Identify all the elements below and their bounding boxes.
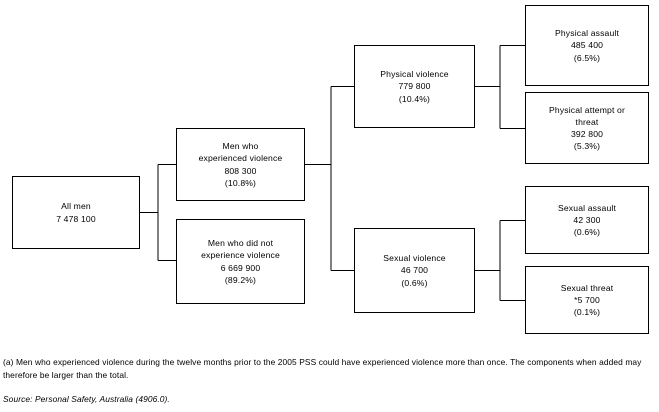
- node-physical-attempt-or-threat: Physical attempt or threat 392 800 (5.3%…: [525, 92, 649, 164]
- node-sexual-assault-title: Sexual assault: [558, 202, 616, 213]
- node-sexual-assault-value: 42 300: [573, 214, 601, 225]
- node-physical-violence-title: Physical violence: [380, 69, 449, 80]
- source-note: Source: Personal Safety, Australia (4906…: [3, 394, 170, 404]
- node-not-experienced-title-line2: experience violence: [201, 250, 280, 261]
- node-experienced-title-line2: experienced violence: [198, 153, 283, 164]
- node-sexual-threat: Sexual threat *5 700 (0.1%): [525, 266, 649, 334]
- node-sexual-violence-title: Sexual violence: [383, 253, 446, 264]
- node-not-experienced-percent: (89.2%): [224, 274, 257, 285]
- node-physical-violence: Physical violence 779 800 (10.4%): [354, 45, 475, 128]
- node-sexual-assault-percent: (0.6%): [573, 227, 601, 238]
- node-experienced-value: 808 300: [224, 165, 257, 176]
- node-men-experienced-violence: Men who experienced violence 808 300 (10…: [176, 128, 305, 201]
- node-all-men: All men 7 478 100: [12, 176, 140, 249]
- node-physical-attempt-percent: (5.3%): [573, 141, 601, 152]
- node-sexual-threat-percent: (0.1%): [573, 307, 601, 318]
- node-physical-attempt-value: 392 800: [570, 129, 604, 139]
- node-sexual-assault: Sexual assault 42 300 (0.6%): [525, 186, 649, 254]
- node-physical-attempt-title-line2: threat: [575, 116, 599, 127]
- node-physical-assault-percent: (6.5%): [573, 52, 601, 63]
- node-physical-violence-value: 779 800: [398, 81, 431, 92]
- node-not-experienced-title-line1: Men who did not: [207, 238, 274, 249]
- node-experienced-title-line1: Men who: [222, 141, 259, 152]
- node-men-did-not-experience-violence: Men who did not experience violence 6 66…: [176, 219, 305, 304]
- node-not-experienced-value: 6 669 900: [220, 262, 261, 273]
- node-all-men-value: 7 478 100: [56, 213, 96, 224]
- node-sexual-violence-percent: (0.6%): [401, 277, 428, 288]
- node-physical-assault: Physical assault 485 400 (6.5%): [525, 5, 649, 86]
- node-sexual-threat-value: *5 700: [574, 294, 600, 305]
- node-physical-attempt-title-line1: Physical attempt or: [549, 104, 625, 115]
- node-physical-violence-percent: (10.4%): [398, 93, 431, 104]
- flow-diagram: All men 7 478 100 Men who experienced vi…: [12, 5, 649, 334]
- node-sexual-violence: Sexual violence 46 700 (0.6%): [354, 228, 475, 313]
- node-all-men-title: All men: [61, 201, 91, 212]
- node-sexual-threat-title: Sexual threat: [560, 282, 614, 293]
- footnote-a: (a) Men who experienced violence during …: [3, 357, 642, 381]
- node-physical-assault-value: 485 400: [570, 40, 604, 51]
- node-sexual-violence-value: 46 700: [400, 265, 429, 276]
- node-experienced-percent: (10.8%): [224, 177, 257, 188]
- footnotes-block: (a) Men who experienced violence during …: [3, 356, 653, 404]
- node-physical-assault-title: Physical assault: [554, 28, 620, 39]
